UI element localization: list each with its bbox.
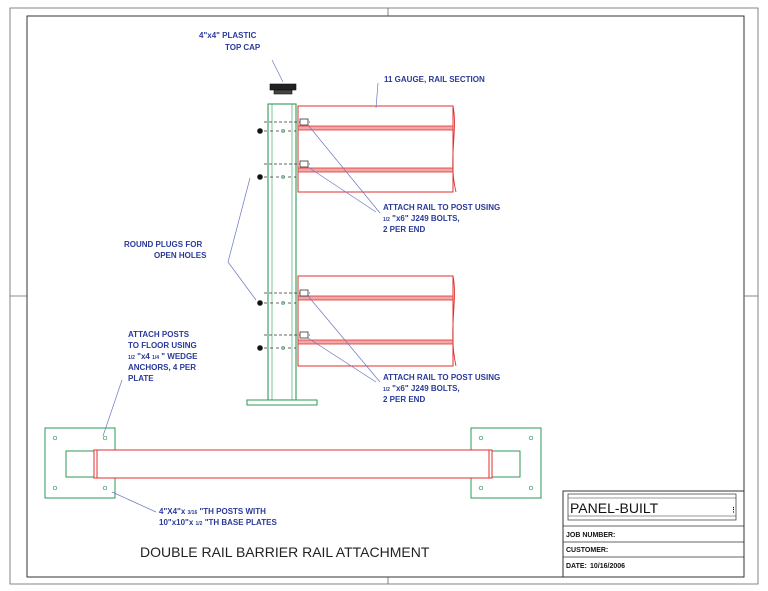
note-round-plugs-line2: OPEN HOLES <box>154 251 207 260</box>
note-anchors-line1: ATTACH POSTS <box>128 330 190 339</box>
bolt <box>257 289 310 306</box>
upper-rail-section <box>297 105 457 193</box>
bolt <box>257 331 310 351</box>
note-anchors-line4: ANCHORS, 4 PER <box>128 363 196 372</box>
sheet-inner-border <box>26 15 745 578</box>
note-attach-upper-line2: "x6" J249 BOLTS, <box>390 214 460 223</box>
svg-text:⋮: ⋮ <box>730 506 737 514</box>
note-anchors-rest: " WEDGE <box>159 352 198 361</box>
note-anchors-line2: TO FLOOR USING <box>128 341 197 350</box>
note-attach-upper-frac: 1/2 <box>383 217 390 223</box>
border-zone-ticks <box>10 8 758 584</box>
note-posts-line1-a: 4"X4"x <box>159 507 188 516</box>
note-top-cap-line1: 4"x4" PLASTIC <box>199 31 257 40</box>
note-posts-line2-b: "TH BASE PLATES <box>202 518 277 527</box>
post-base-plate <box>246 399 318 406</box>
date-value: 10/16/2006 <box>590 563 625 570</box>
note-attach-upper-line1: ATTACH RAIL TO POST USING <box>383 203 500 212</box>
note-anchors-line5: PLATE <box>128 374 154 383</box>
customer-label: CUSTOMER: <box>566 547 608 554</box>
bolt <box>257 160 310 180</box>
svg-text:10"x10"x 1/2 "TH BASE PLATES: 10"x10"x 1/2 "TH BASE PLATES <box>159 518 277 527</box>
svg-text:1/2 "x6" J249 BOLTS,: 1/2 "x6" J249 BOLTS, <box>383 384 460 393</box>
note-top-cap-line2: TOP CAP <box>225 43 261 52</box>
title-block: ⋮ PANEL-BUILT JOB NUMBER: CUSTOMER: DATE… <box>562 490 745 578</box>
plan-view <box>44 427 542 499</box>
svg-text:1/2 "x4 1/4 " WEDGE: 1/2 "x4 1/4 " WEDGE <box>128 352 198 361</box>
note-anchors-frac-a: 1/2 <box>128 355 135 361</box>
bolts <box>257 118 310 351</box>
note-posts-frac2: 1/2 <box>196 521 203 527</box>
note-round-plugs-line1: ROUND PLUGS FOR <box>124 240 202 249</box>
note-attach-lower-line3: 2 PER END <box>383 395 425 404</box>
note-attach-lower: ATTACH RAIL TO POST USING 1/2 "x6" J249 … <box>383 373 500 404</box>
note-attach-lower-frac: 1/2 <box>383 387 390 393</box>
note-anchors-mid: "x4 <box>135 352 152 361</box>
note-posts-frac: 3/16 <box>188 510 198 516</box>
bolt <box>257 118 310 134</box>
right-post-plan <box>491 450 521 478</box>
note-attach-upper-line3: 2 PER END <box>383 225 425 234</box>
top-cap <box>269 83 297 95</box>
note-posts-line1-b: "TH POSTS WITH <box>197 507 266 516</box>
note-attach-upper: ATTACH RAIL TO POST USING 1/2 "x6" J249 … <box>383 203 500 234</box>
note-anchors-frac-b: 1/4 <box>152 355 159 361</box>
svg-text:1/2 "x6" J249 BOLTS,: 1/2 "x6" J249 BOLTS, <box>383 214 460 223</box>
svg-text:4"X4"x 3/16 "TH POSTS WITH: 4"X4"x 3/16 "TH POSTS WITH <box>159 507 266 516</box>
note-attach-lower-line2: "x6" J249 BOLTS, <box>390 384 460 393</box>
drawing-title: DOUBLE RAIL BARRIER RAIL ATTACHMENT <box>140 544 430 560</box>
note-posts-line2-a: 10"x10"x <box>159 518 196 527</box>
date-label: DATE: <box>566 563 587 570</box>
note-attach-lower-line1: ATTACH RAIL TO POST USING <box>383 373 500 382</box>
post <box>246 103 318 406</box>
note-posts: 4"X4"x 3/16 "TH POSTS WITH 10"x10"x 1/2 … <box>159 507 277 527</box>
title-block-brand: PANEL-BUILT <box>570 500 659 516</box>
note-rail-section: 11 GAUGE, RAIL SECTION <box>384 75 485 84</box>
lower-rail-section <box>297 275 457 367</box>
job-number-label: JOB NUMBER: <box>566 532 615 539</box>
rail-plan <box>93 449 493 479</box>
note-anchors: ATTACH POSTS TO FLOOR USING 1/2 "x4 1/4 … <box>128 330 198 383</box>
post-holes <box>281 129 285 350</box>
leader-lines <box>102 59 381 513</box>
left-post-plan <box>65 450 95 478</box>
